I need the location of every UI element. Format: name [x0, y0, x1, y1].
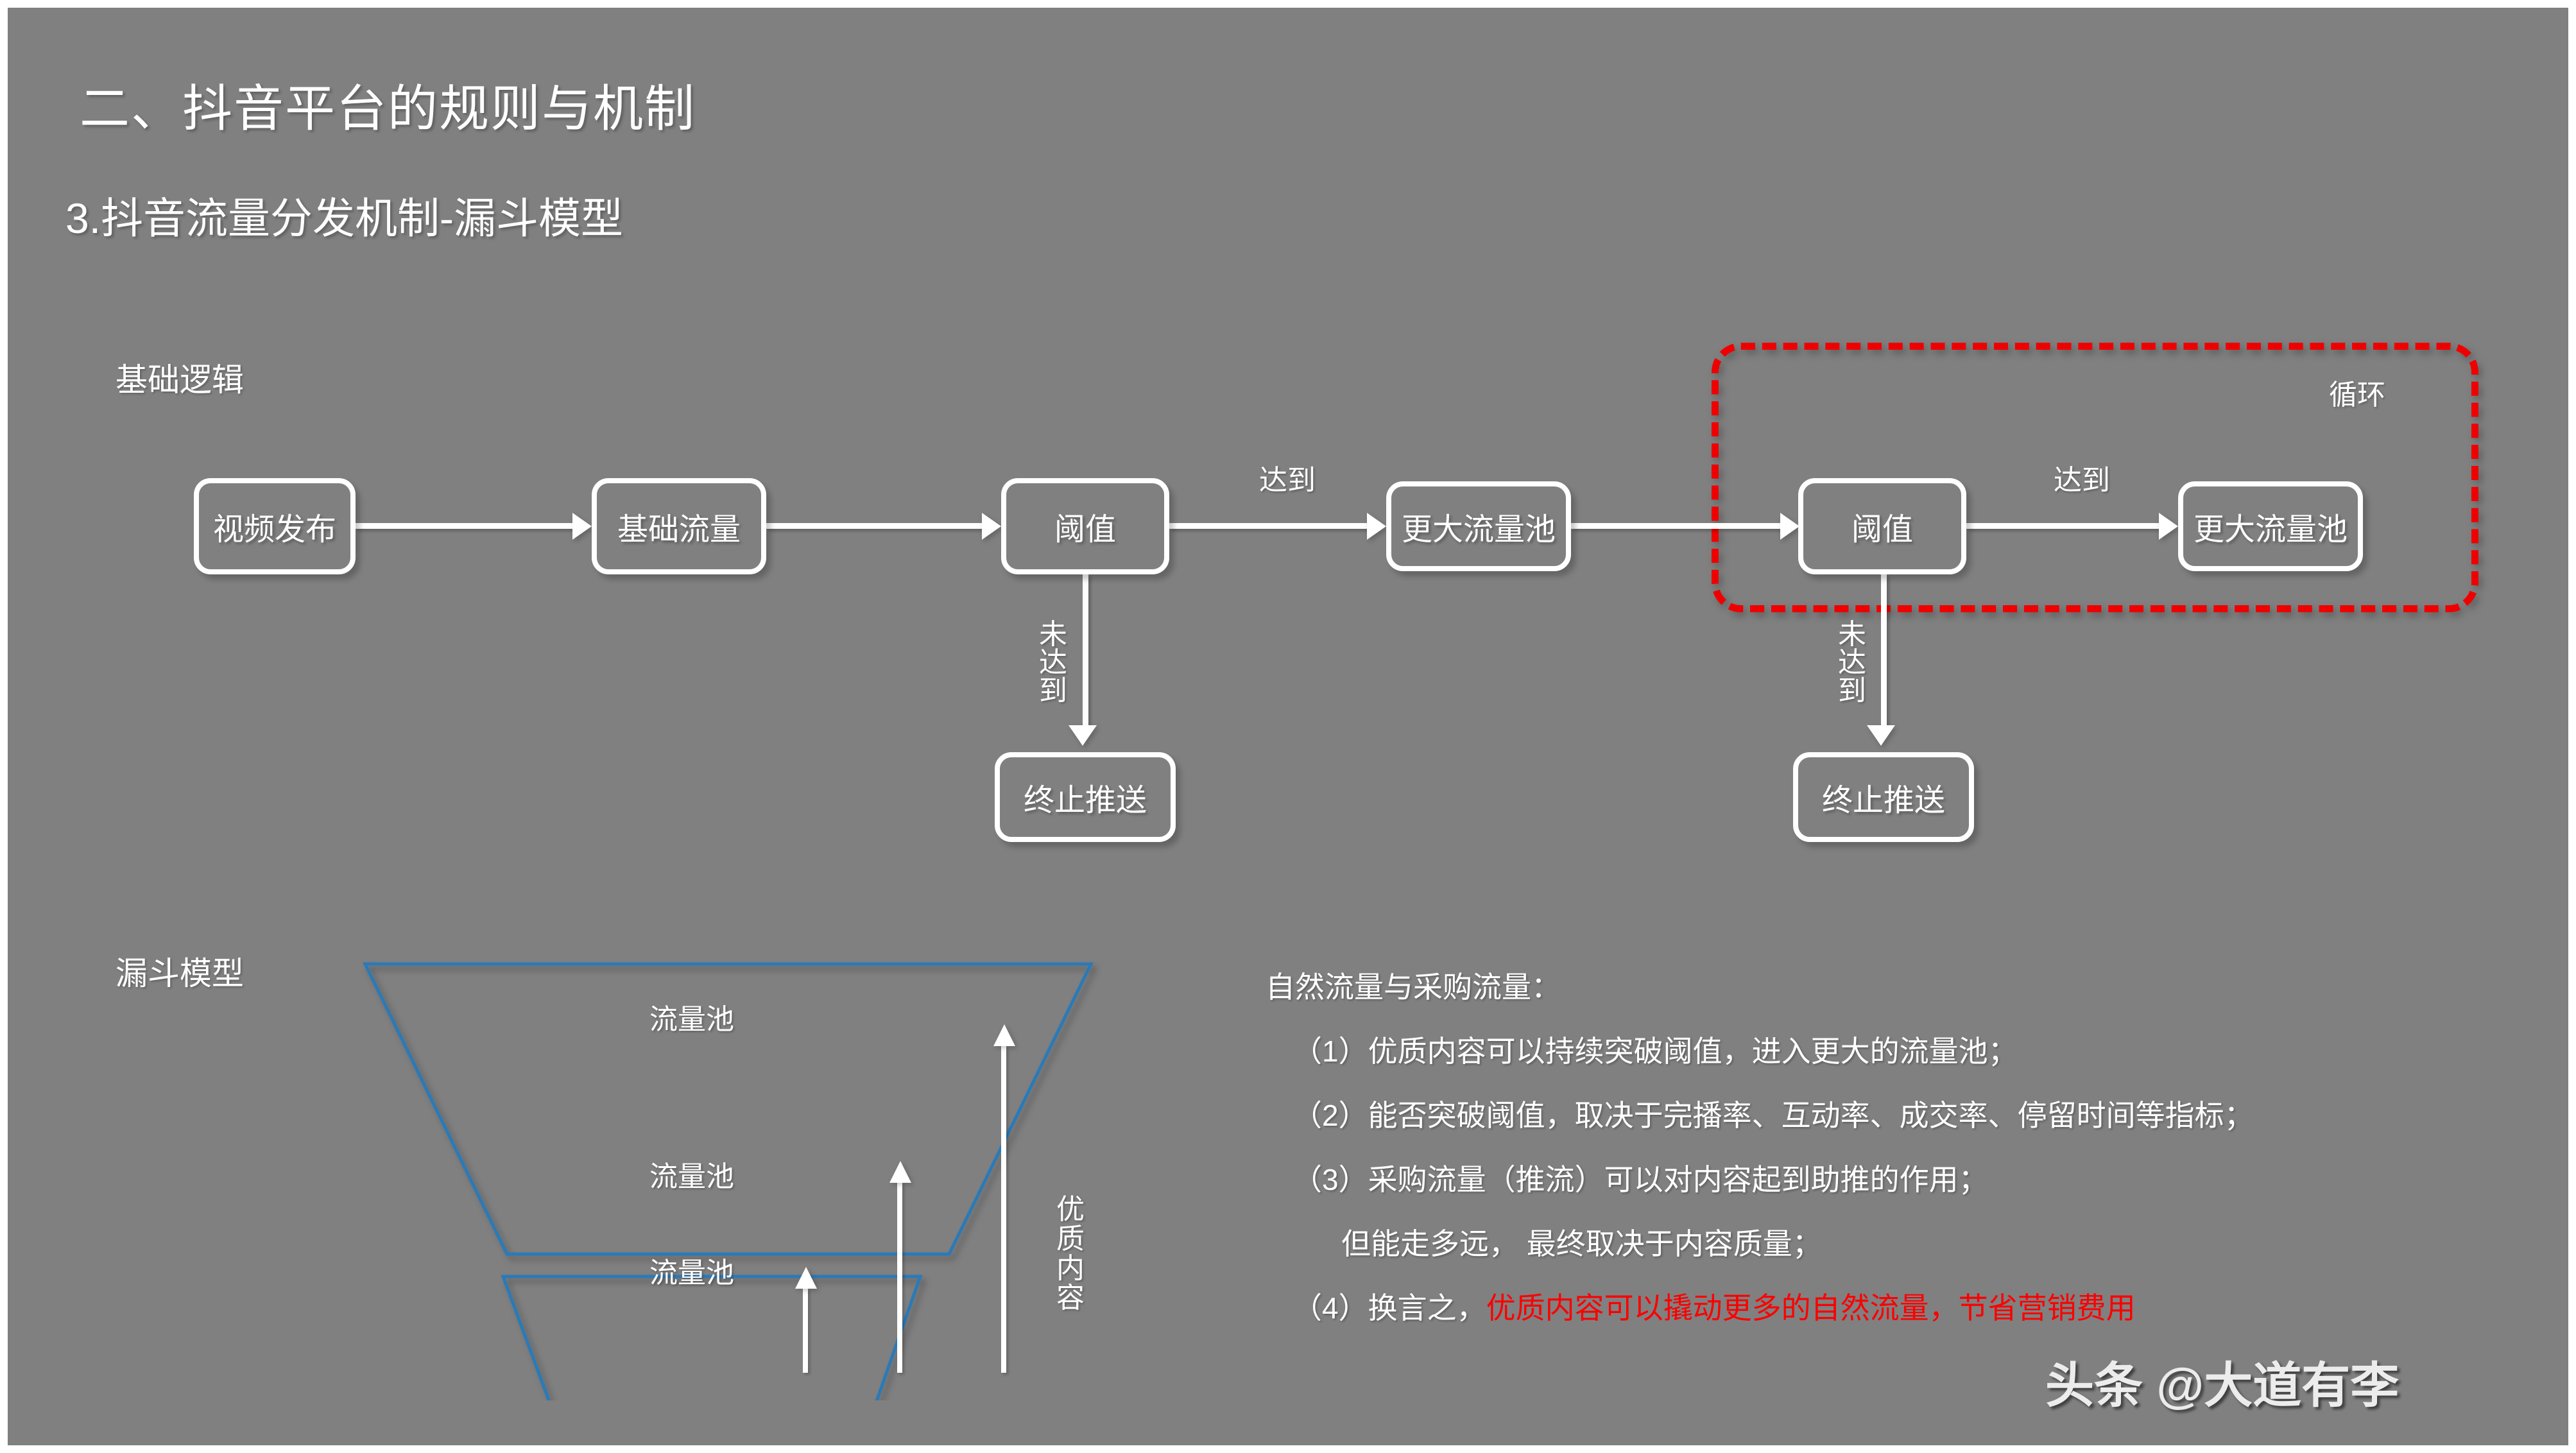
- funnel-stage-1: [362, 962, 1094, 1256]
- connector-threshold1-to-pool1: [1169, 523, 1370, 529]
- funnel-up-arrow-icon-1: [795, 1267, 817, 1289]
- edge-label-reached-1: 达到: [1259, 465, 1316, 496]
- funnel-up-arrow-icon-3: [993, 1024, 1015, 1046]
- notes-item-3: （3）采购流量（推流）可以对内容起到助推的作用；: [1292, 1163, 1988, 1196]
- connector-threshold2-to-pool2: [1966, 523, 2161, 529]
- funnel-diagram: [362, 962, 1094, 1400]
- loop-highlight-box: [1712, 343, 2478, 612]
- slide-canvas: 二、抖音平台的规则与机制 3.抖音流量分发机制-漏斗模型 基础逻辑 漏斗模型 循…: [8, 8, 2568, 1445]
- connector-threshold2-to-stop2: [1881, 574, 1887, 728]
- notes-item-4-highlight: 优质内容可以撬动更多的自然流量，节省营销费用: [1486, 1291, 2136, 1325]
- notes-block: 自然流量与采购流量： （1）优质内容可以持续突破阈值，进入更大的流量池； （2）…: [1266, 964, 2523, 1349]
- flow-node-threshold-2[interactable]: 阈值: [1798, 478, 1966, 574]
- edge-label-reached-2: 达到: [2054, 465, 2110, 496]
- watermark: 头条 @大道有李: [2045, 1359, 2400, 1413]
- funnel-stage-label-2: 流量池: [649, 1161, 734, 1192]
- funnel-stage-label-3: 流量池: [649, 1257, 734, 1289]
- funnel-up-arrow-shaft-1: [803, 1288, 808, 1373]
- funnel-up-arrow-shaft-2: [897, 1182, 902, 1373]
- notes-item-4-prefix: （4）换言之，: [1292, 1291, 1486, 1325]
- arrow-head-icon: [2159, 513, 2178, 540]
- funnel-stage-2: [501, 1275, 923, 1400]
- flow-node-basic-traffic[interactable]: 基础流量: [592, 478, 766, 574]
- notes-title: 自然流量与采购流量：: [1266, 970, 1561, 1004]
- arrow-head-down-icon: [1867, 725, 1895, 746]
- page-title: 二、抖音平台的规则与机制: [80, 80, 696, 137]
- arrow-head-icon: [982, 513, 1001, 540]
- flow-node-bigger-pool-2[interactable]: 更大流量池: [2178, 481, 2363, 571]
- arrow-head-down-icon: [1069, 725, 1097, 746]
- arrow-head-icon: [1780, 513, 1799, 540]
- funnel-up-arrow-shaft-3: [1001, 1045, 1006, 1373]
- flow-node-threshold-1[interactable]: 阈值: [1001, 478, 1169, 574]
- flow-node-video-publish[interactable]: 视频发布: [194, 478, 356, 574]
- notes-item-2: （2）能否突破阈值，取决于完播率、互动率、成交率、停留时间等指标；: [1292, 1099, 2254, 1132]
- funnel-axis-label-quality-content: 优质内容: [1056, 1194, 1085, 1314]
- page-subtitle: 3.抖音流量分发机制-漏斗模型: [65, 194, 624, 242]
- funnel-up-arrow-icon-2: [889, 1161, 911, 1183]
- notes-item-1: （1）优质内容可以持续突破阈值，进入更大的流量池；: [1292, 1035, 2018, 1068]
- section-label-basic-logic: 基础逻辑: [116, 362, 244, 398]
- edge-label-not-reached-1: 未达到: [1039, 619, 1067, 707]
- section-label-funnel-model: 漏斗模型: [116, 956, 244, 992]
- flow-node-bigger-pool-1[interactable]: 更大流量池: [1386, 481, 1571, 571]
- funnel-stage-label-1: 流量池: [649, 1004, 734, 1035]
- edge-label-not-reached-2: 未达到: [1838, 619, 1866, 707]
- notes-item-4: （4）换言之，优质内容可以撬动更多的自然流量，节省营销费用: [1292, 1285, 2523, 1327]
- connector-basicflow-to-threshold1: [766, 523, 984, 529]
- flow-node-stop-push-2[interactable]: 终止推送: [1793, 752, 1974, 842]
- loop-label: 循环: [2329, 379, 2385, 411]
- flow-node-stop-push-1[interactable]: 终止推送: [995, 752, 1176, 842]
- connector-threshold1-to-stop1: [1083, 574, 1088, 728]
- connector-pool1-to-threshold2: [1571, 523, 1783, 529]
- connector-publish-to-basicflow: [356, 523, 574, 529]
- arrow-head-icon: [572, 513, 592, 540]
- notes-item-3-continued: 但能走多远， 最终取决于内容质量；: [1341, 1227, 1822, 1260]
- arrow-head-icon: [1367, 513, 1386, 540]
